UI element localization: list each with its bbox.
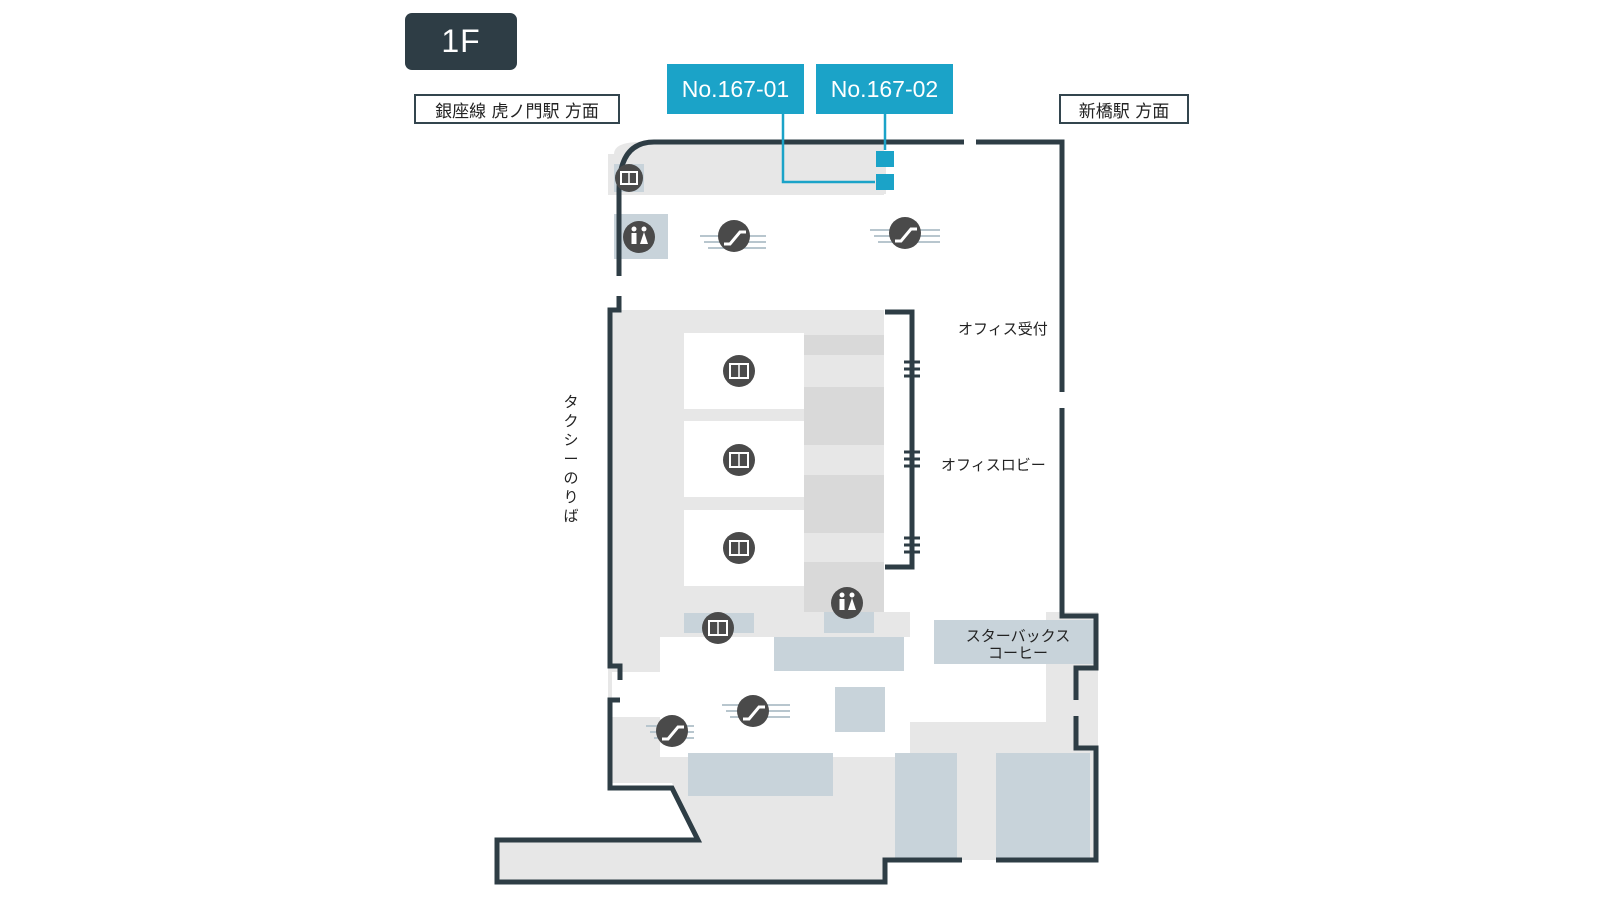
restroom-icon <box>623 221 655 253</box>
elevator-icon <box>723 532 755 564</box>
direction-right-box: 新橋駅 方面 <box>1059 94 1189 124</box>
escalator-icon <box>718 220 750 252</box>
floor-badge: 1F <box>405 13 517 70</box>
taxi-char: ば <box>563 507 579 525</box>
taxi-char: シ <box>563 431 579 449</box>
escalator-icon <box>737 695 769 727</box>
taxi-char: の <box>563 469 579 487</box>
starbucks-label-line1: スターバックス <box>965 627 1071 645</box>
stair-marks <box>904 360 920 554</box>
elevator-icon <box>702 612 734 644</box>
taxi-stand-label: タ ク シ ー の り ば <box>561 393 581 526</box>
spot-tag-167-02[interactable]: No.167-02 <box>816 64 953 114</box>
office-lobby-label: オフィスロビー <box>941 456 1046 474</box>
taxi-char: ク <box>563 412 579 430</box>
spot-marker-01[interactable] <box>876 174 894 190</box>
taxi-char: タ <box>563 393 579 411</box>
escalator-icon <box>656 715 688 747</box>
grey-blocks <box>614 164 1094 860</box>
elevator-icon <box>615 164 643 192</box>
spot-leaders <box>781 114 887 184</box>
starbucks-label-line2: コーヒー <box>987 644 1048 662</box>
starbucks-label: スターバックス コーヒー <box>958 628 1078 662</box>
taxi-char: り <box>563 488 579 506</box>
office-reception-label: オフィス受付 <box>958 320 1048 338</box>
taxi-char: ー <box>563 450 579 468</box>
spot-tag-167-01[interactable]: No.167-01 <box>667 64 804 114</box>
walls <box>494 139 1099 885</box>
top-strip <box>640 154 886 194</box>
direction-left-box: 銀座線 虎ノ門駅 方面 <box>414 94 620 124</box>
elevator-icon <box>723 444 755 476</box>
spot-marker-02[interactable] <box>876 151 894 167</box>
elevator-icon <box>723 355 755 387</box>
core-shafts <box>804 335 884 612</box>
restroom-icon <box>831 587 863 619</box>
escalator-icon <box>889 217 921 249</box>
